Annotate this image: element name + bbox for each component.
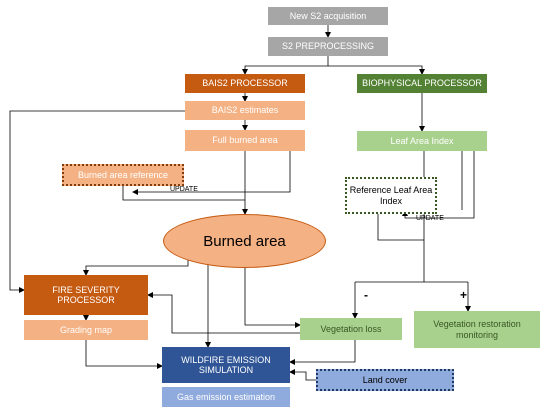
node-s2-preprocessing: S2 PREPROCESSING xyxy=(268,37,388,56)
arrow-preprocessing-to-bais2 xyxy=(242,56,329,75)
arrow-veg-loss-to-fire-severity xyxy=(147,292,300,334)
node-bais2-processor: BAIS2 PROCESSOR xyxy=(185,74,305,93)
node-full-burned-area: Full burned area xyxy=(185,130,305,151)
node-gas-emission-estimation: Gas emission estimation xyxy=(162,387,290,407)
update-label-right: UPDATE xyxy=(416,215,444,222)
node-vegetation-loss: Vegetation loss xyxy=(300,318,402,340)
arrow-update-left xyxy=(132,151,291,195)
node-new-s2-acquisition: New S2 acquisition xyxy=(268,7,388,25)
arrow-update-right xyxy=(402,151,475,219)
minus-sign: - xyxy=(364,288,368,302)
node-land-cover: Land cover xyxy=(316,369,454,391)
node-leaf-area-index: Leaf Area Index xyxy=(357,131,487,151)
arrow-estimates-to-fire-severity xyxy=(9,110,186,293)
arrow-grading-to-wildfire xyxy=(85,340,163,369)
node-bais2-estimates: BAIS2 estimates xyxy=(185,101,305,120)
update-label-left: UPDATE xyxy=(170,186,198,193)
node-burned-area-reference: Burned area reference xyxy=(62,164,184,186)
arrow-land-cover-to-wildfire xyxy=(289,369,316,381)
node-wildfire-emission-simulation: WILDFIRE EMISSION SIMULATION xyxy=(162,347,290,383)
node-fire-severity-processor: FIRE SEVERITY PROCESSOR xyxy=(24,275,148,315)
arrow-burned-to-veg-loss xyxy=(244,268,301,328)
node-vegetation-restoration-monitoring: Vegetation restoration monitoring xyxy=(414,311,540,348)
node-biophysical-processor: BIOPHYSICAL PROCESSOR xyxy=(357,74,487,93)
arrow-veg-loss-to-wildfire xyxy=(289,340,356,365)
plus-sign: + xyxy=(460,288,468,302)
line-burned-ref-to-junction xyxy=(122,186,245,201)
line-ref-lai-junction xyxy=(377,214,424,241)
arrow-preprocessing-to-biophysical xyxy=(328,65,425,75)
node-grading-map: Grading map xyxy=(24,320,148,340)
node-burned-area: Burned area xyxy=(163,214,326,268)
node-reference-leaf-area-index: Reference Leaf Area Index xyxy=(345,177,437,214)
